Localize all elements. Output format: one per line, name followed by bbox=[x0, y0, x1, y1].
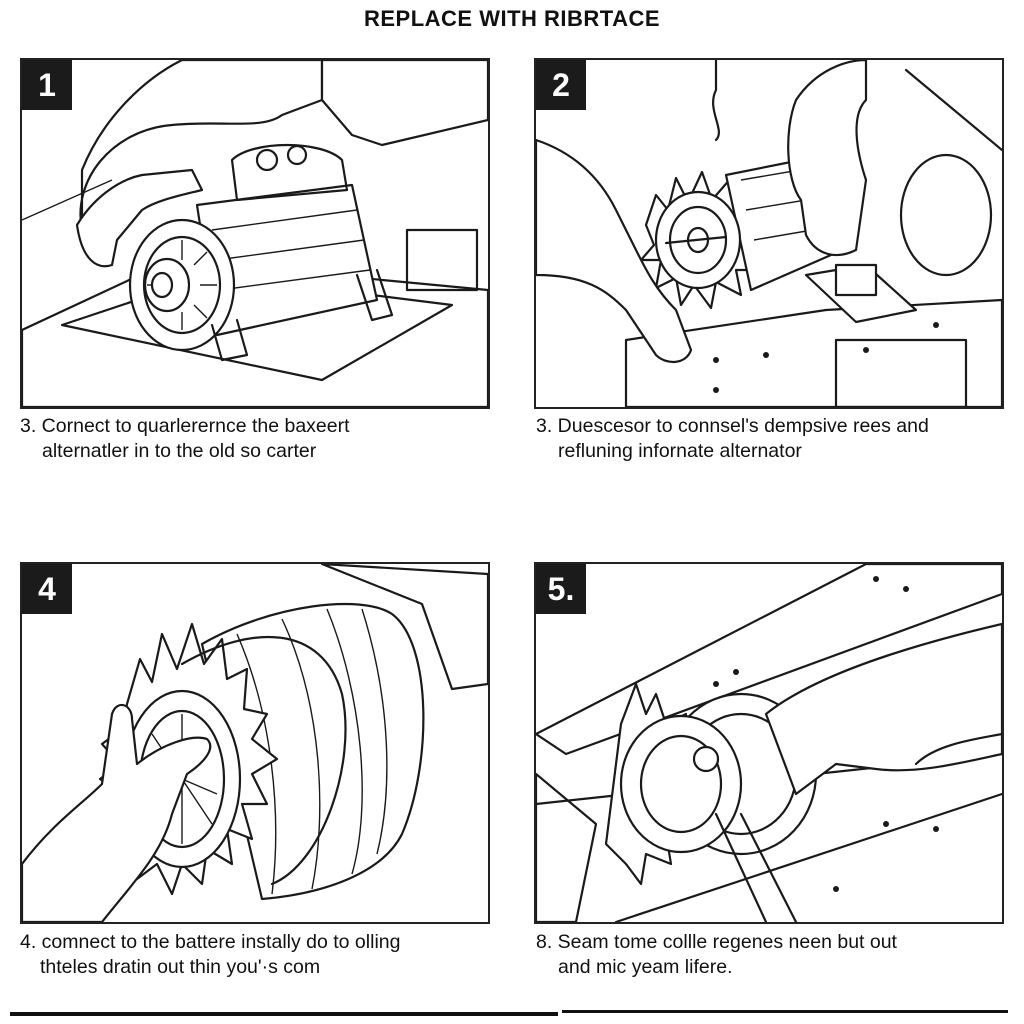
alternator-illustration bbox=[22, 60, 488, 407]
step-4-caption-line1: 4. comnect to the battere instally do to… bbox=[20, 931, 401, 953]
alternator-illustration bbox=[536, 60, 1002, 407]
step-2-number: 2 bbox=[536, 60, 586, 110]
step-4-caption-line2: thteles dratin out thin you'·s com bbox=[40, 956, 321, 978]
step-2-caption-line2: refluning infornate alternator bbox=[558, 440, 802, 462]
step-1-caption: 3. Cornect to quarlerernce the baxeert a… bbox=[20, 414, 510, 464]
step-1-caption-line2: alternatler in to the old so carter bbox=[42, 440, 317, 462]
step-4-number: 4 bbox=[22, 564, 72, 614]
alternator-illustration bbox=[22, 564, 488, 922]
step-2-illustration: 2 bbox=[534, 58, 1004, 409]
step-5-number: 5. bbox=[536, 564, 586, 614]
step-2-caption: 3. Duescesor to connsel's dempsive rees … bbox=[536, 414, 1016, 464]
bottom-rule-right bbox=[562, 1010, 1008, 1013]
pulley-illustration bbox=[536, 564, 1002, 922]
step-4-illustration: 4 bbox=[20, 562, 490, 924]
page-title: REPLACE WITH RIBRTACE bbox=[363, 6, 661, 31]
step-4-caption: 4. comnect to the battere instally do to… bbox=[20, 930, 520, 980]
step-5-caption: 8. Seam tome collle regenes neen but out… bbox=[536, 930, 1016, 980]
bottom-rule-left bbox=[10, 1012, 558, 1016]
step-2-caption-line1: 3. Duescesor to connsel's dempsive rees … bbox=[536, 415, 929, 437]
step-1-caption-line1: 3. Cornect to quarlerernce the baxeert bbox=[20, 415, 350, 437]
step-5-caption-line2: and mic yeam lifere. bbox=[558, 956, 733, 978]
step-5-illustration: 5. bbox=[534, 562, 1004, 924]
step-1-number: 1 bbox=[22, 60, 72, 110]
step-5-caption-line1: 8. Seam tome collle regenes neen but out bbox=[536, 931, 897, 953]
step-1-illustration: 1 bbox=[20, 58, 490, 409]
